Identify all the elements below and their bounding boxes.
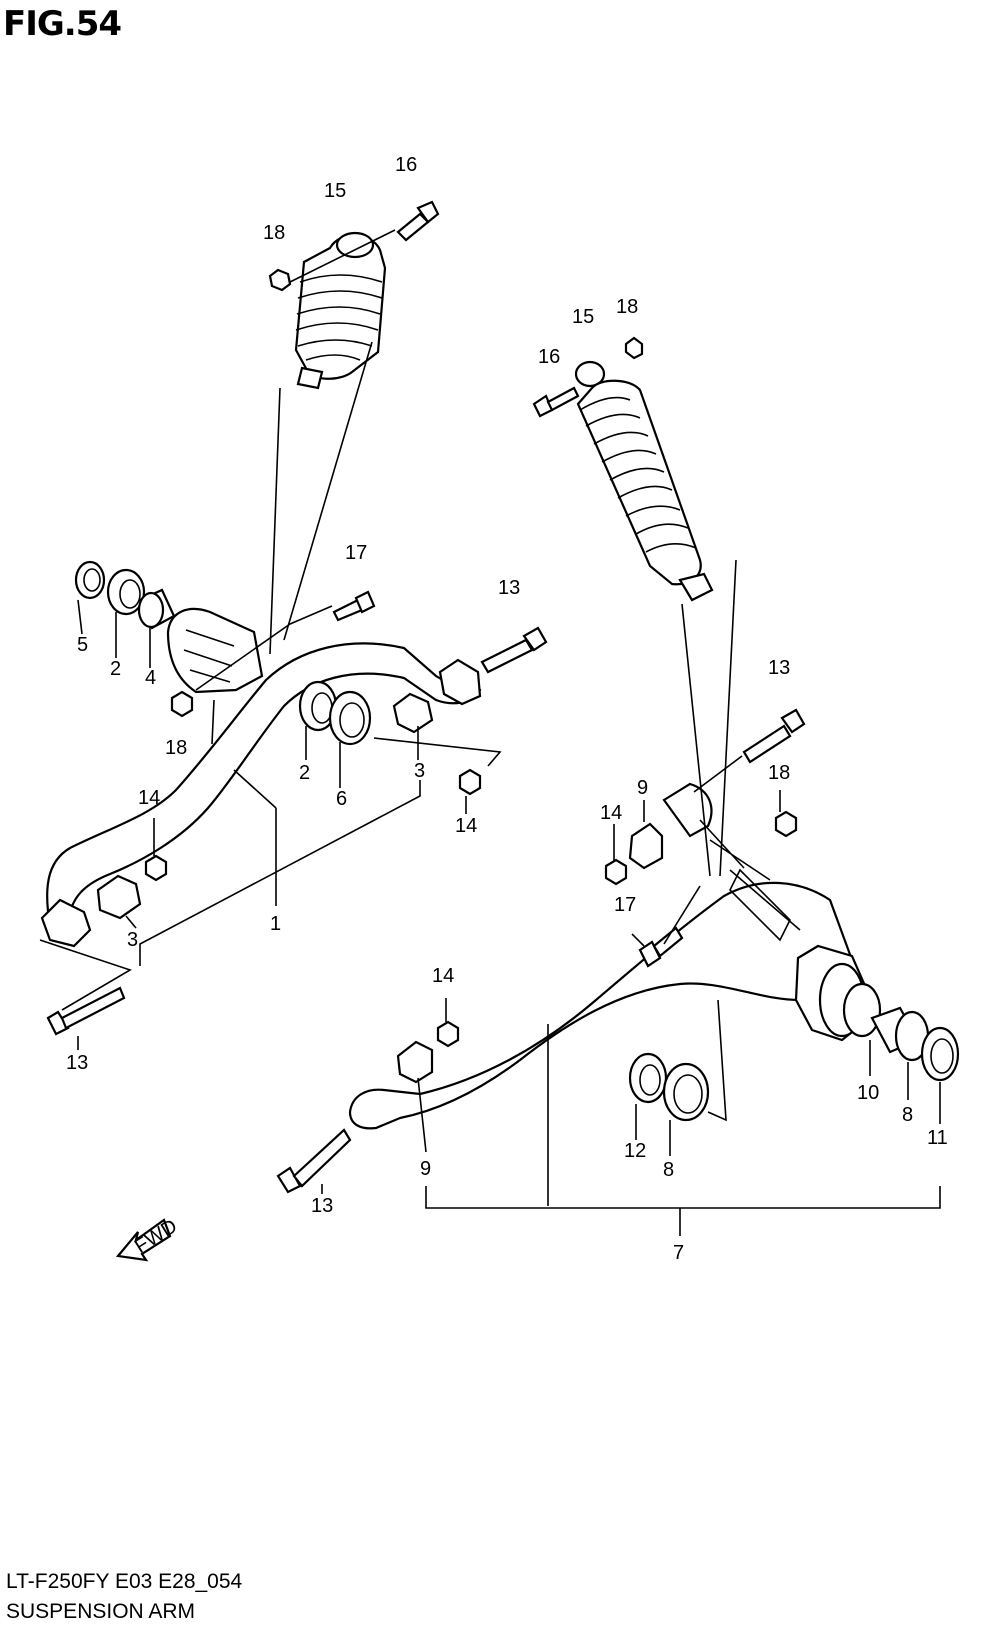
right-seal-11[interactable] [920, 1026, 960, 1082]
leader-lines [39, 341, 941, 1236]
right-shock-absorber[interactable] [574, 360, 714, 602]
callout-14-left-lower: 14 [138, 787, 160, 809]
callout-2-upper: 2 [110, 658, 121, 680]
left-bushing-3-lower[interactable] [96, 874, 142, 920]
callout-8-lower: 8 [663, 1159, 674, 1181]
right-bearing-8-lower[interactable] [662, 1062, 710, 1122]
right-bearing-8-side[interactable] [870, 1006, 930, 1062]
right-bolt-13-upper[interactable] [742, 708, 806, 764]
fwd-arrow: FWD [115, 1215, 181, 1262]
right-nut-18[interactable] [774, 810, 798, 838]
callout-2-lower: 2 [299, 762, 310, 784]
callout-18-right-shock: 18 [616, 296, 638, 318]
callout-3-upper: 3 [414, 760, 425, 782]
callout-15-right-shock: 15 [572, 306, 594, 328]
right-seal-12[interactable] [628, 1052, 668, 1104]
callout-10: 10 [857, 1082, 879, 1104]
callout-5: 5 [77, 634, 88, 656]
right-shock-bolt-16[interactable] [532, 386, 580, 418]
fwd-arrow-label: FWD [131, 1215, 181, 1258]
callout-18-left-arm: 18 [165, 737, 187, 759]
left-bearing-2-upper[interactable] [106, 568, 146, 616]
callout-16-left-shock: 16 [395, 154, 417, 176]
left-suspension-arm[interactable] [40, 607, 482, 948]
callout-15-left-shock: 15 [324, 180, 346, 202]
left-seal-5[interactable] [74, 560, 106, 600]
callout-18-left-shock: 18 [263, 222, 285, 244]
left-seal-6[interactable] [328, 690, 372, 746]
callout-14-right-upper: 14 [600, 802, 622, 824]
left-shock-absorber[interactable] [294, 231, 387, 390]
callout-7: 7 [673, 1242, 684, 1264]
callout-labels: 15 16 18 15 18 16 17 13 5 2 4 18 2 6 3 1… [66, 154, 948, 1264]
left-bolt-13-upper[interactable] [480, 626, 548, 674]
left-nut-14-lower[interactable] [144, 854, 168, 882]
callout-17-left: 17 [345, 542, 367, 564]
section-name: SUSPENSION ARM [6, 1600, 196, 1623]
right-bushing-9-lower[interactable] [396, 1040, 434, 1084]
callout-3-lower: 3 [127, 929, 138, 951]
left-bolt-13-lower[interactable] [46, 986, 126, 1036]
left-bushing-3-upper[interactable] [392, 692, 434, 734]
callout-13-left-lower: 13 [66, 1052, 88, 1074]
right-bushing-9-upper[interactable] [628, 822, 664, 870]
right-nut-14-lower[interactable] [436, 1020, 460, 1048]
callout-16-right-shock: 16 [538, 346, 560, 368]
left-bolt-17[interactable] [332, 590, 376, 622]
callout-14-left-upper: 14 [455, 815, 477, 837]
callout-17-right: 17 [614, 894, 636, 916]
right-bolt-17[interactable] [638, 926, 684, 968]
callout-8-side: 8 [902, 1104, 913, 1126]
callout-14-right-lower: 14 [432, 965, 454, 987]
callout-18-right-arm: 18 [768, 762, 790, 784]
callout-9-lower: 9 [420, 1158, 431, 1180]
callout-6: 6 [336, 788, 347, 810]
callout-11: 11 [927, 1127, 948, 1149]
callout-12: 12 [624, 1140, 646, 1162]
right-nut-14-upper[interactable] [604, 858, 628, 886]
callout-1: 1 [270, 913, 281, 935]
right-bolt-13-lower[interactable] [276, 1128, 352, 1194]
right-shock-nut-18[interactable] [624, 336, 644, 360]
right-bearing-10[interactable] [842, 982, 882, 1038]
callout-13-right-upper: 13 [768, 657, 790, 679]
left-shock-nut-18[interactable] [268, 268, 292, 292]
callout-13-right-lower: 13 [311, 1195, 333, 1217]
callout-13-left-upper: 13 [498, 577, 520, 599]
left-nut-18[interactable] [170, 690, 194, 718]
callout-4: 4 [145, 667, 156, 689]
left-nut-14-upper[interactable] [458, 768, 482, 796]
model-code: LT-F250FY E03 E28_054 [6, 1570, 243, 1593]
left-shock-bolt-16[interactable] [396, 200, 440, 242]
figure-title: FIG.54 [3, 4, 122, 44]
left-spacer-4[interactable] [137, 588, 176, 630]
callout-9-upper: 9 [637, 777, 648, 799]
